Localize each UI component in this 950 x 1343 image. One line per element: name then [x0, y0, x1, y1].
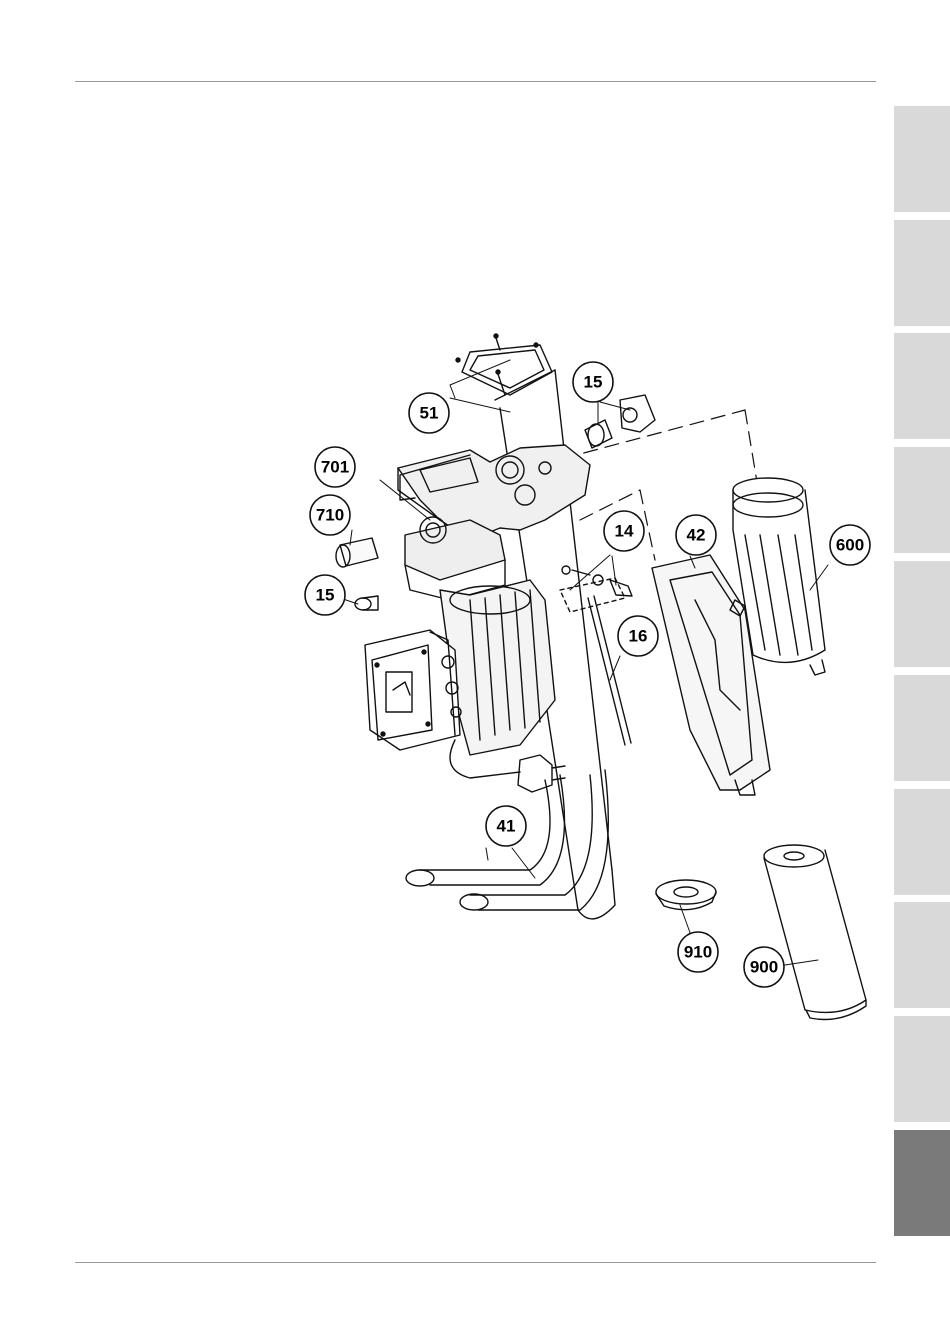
callout-42: 42 — [687, 526, 706, 545]
callout-51: 51 — [420, 404, 439, 423]
callout-15-left: 15 — [316, 586, 335, 605]
callout-900: 900 — [750, 958, 778, 977]
filter-cartridge — [764, 845, 866, 1020]
callout-910: 910 — [684, 943, 712, 962]
callout-16: 16 — [629, 627, 648, 646]
callout-701: 701 — [321, 458, 349, 477]
gasket-plate — [456, 334, 552, 395]
callout-15-top: 15 — [584, 373, 603, 392]
callout-41: 41 — [497, 817, 516, 836]
callout-14: 14 — [615, 522, 634, 541]
sleeve — [336, 538, 378, 567]
callout-600: 600 — [836, 536, 864, 555]
callout-710: 710 — [316, 506, 344, 525]
terminal-box — [365, 630, 461, 750]
elbow-fitting — [585, 395, 655, 448]
drain-plug — [355, 596, 378, 610]
filter-disc — [656, 880, 716, 910]
filter-cover — [652, 555, 770, 795]
level-rod — [588, 596, 631, 745]
